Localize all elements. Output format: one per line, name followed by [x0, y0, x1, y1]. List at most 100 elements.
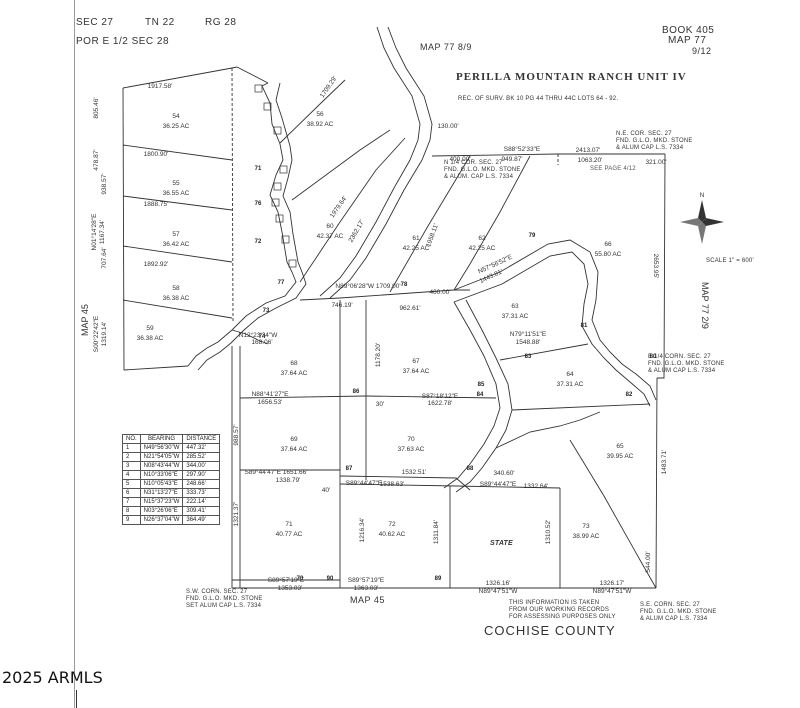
dimension-misc-544: 544.00'	[645, 551, 652, 572]
tract-number-76: 76	[255, 201, 262, 207]
tract-number-90: 90	[327, 576, 334, 582]
east-road-west-edge	[453, 239, 657, 401]
dimension-n12-168: 168.06'	[251, 339, 272, 346]
dimension-misc-1178: 1178.20'	[375, 343, 382, 367]
subdivision-title: PERILLA MOUNTAIN RANCH UNIT IV	[456, 71, 687, 83]
tract-number-84: 84	[477, 392, 484, 398]
dimension-misc-2653: 2653.95'	[652, 254, 659, 279]
tract-number-82: 82	[626, 392, 633, 398]
dimension-misc-1979: 1979.64'	[329, 195, 349, 219]
info-note-line2: FROM OUR WORKING RECORDS	[509, 607, 610, 613]
lot-number-54: 54	[172, 113, 180, 120]
central-road-east-edge	[455, 299, 513, 493]
dimension-misc-1310: 1310.52'	[545, 520, 552, 545]
dimension-top-321: 321.00'	[645, 159, 666, 166]
dimension-misc-1888: 1888.75'	[144, 201, 169, 208]
lot-number-62: 62	[478, 235, 486, 242]
ne-corner-line1: N.E. COR. SEC. 27	[616, 131, 672, 137]
row-line-67-70	[365, 395, 497, 399]
dimension-mid-n89: N89°06'28"W 1709.00'	[335, 282, 400, 290]
dimension-misc-938: 938.57'	[101, 173, 108, 194]
dimension-n00-22: S00°22'42"E	[92, 315, 100, 352]
west-boundary-line	[122, 87, 125, 371]
row-line-68-69	[239, 395, 367, 399]
portion-label: POR E 1/2 SEC 28	[76, 36, 170, 47]
lot-number-56: 56	[316, 111, 324, 118]
dimension-n00-1319: 1319.14'	[101, 322, 108, 347]
lot-59-south-line	[123, 365, 189, 371]
lot-64-65-line	[511, 403, 651, 411]
dimension-misc-1532: 1532.51'	[402, 469, 427, 476]
dimension-mid-460: 460.00'	[429, 289, 450, 296]
tract-number-88: 88	[467, 466, 474, 472]
dimension-top-2413: 2413.07'	[576, 147, 601, 154]
section-label: SEC 27	[76, 17, 114, 28]
map-ref-bottom: MAP 45	[350, 595, 385, 605]
bearing-cell-distance: 364.49'	[182, 515, 221, 525]
lot-number-69: 69	[290, 436, 298, 443]
tract-number-70: 70	[297, 576, 304, 582]
lot-number-70: 70	[407, 436, 415, 443]
lot-acreage-63: 37.31 AC	[502, 313, 529, 320]
lot-number-67: 67	[412, 358, 420, 365]
dimension-s89-57b: S89°57'19"E	[348, 576, 385, 584]
dimension-n01-14: N01°14'28"E	[90, 213, 98, 251]
dimension-misc-1332: 1332.64'	[524, 483, 549, 490]
dimension-top-400: 400.00'	[449, 156, 470, 163]
n14-corner-line1: N 1/4 COR. SEC. 27	[444, 160, 503, 166]
lot-acreage-60: 42.37 AC	[317, 233, 344, 240]
lot-line-57-58	[122, 245, 233, 263]
north-arrow-south-point	[698, 222, 706, 244]
road-west-edge	[197, 82, 307, 371]
lot-acreage-67: 37.64 AC	[403, 368, 430, 375]
lot-65-73-line	[569, 439, 657, 589]
dimension-misc-1311: 1311.84'	[433, 520, 440, 544]
dimension-s-bottom-1353: 1353.03'	[278, 585, 303, 592]
dimension-n89-47b: N89°47'51"W	[593, 587, 633, 595]
lot-acreage-57: 36.42 AC	[163, 241, 190, 248]
lot-61-62-line	[389, 155, 471, 293]
dimension-top-1063: 1063.20'	[578, 157, 603, 164]
township-label: TN 22	[145, 17, 175, 28]
dimension-s87-18: S87°18'12"E	[422, 392, 459, 400]
lot-acreage-73: 38.99 AC	[573, 533, 600, 540]
dimension-misc-40: 40'	[322, 487, 330, 494]
n14-corner-line2: FND. G.L.O. MKD. STONE	[444, 167, 521, 173]
lot-acreage-69: 37.64 AC	[281, 446, 308, 453]
sw-corner-line2: FND. G.L.O. MKD. STONE	[186, 596, 263, 602]
e14-corner-line2: FND. G.L.O. MKD. STONE	[648, 361, 725, 367]
dimension-s89-44: S89°44'47"E 1651.66'	[244, 468, 307, 476]
sw-corner-line3: SET ALUM CAP L.S. 7334	[186, 603, 262, 609]
record-of-survey: REC. OF SURV. BK 10 PG 44 THRU 44C LOTS …	[458, 96, 619, 102]
page-bottom-edge-mark	[76, 690, 77, 708]
n14-corner-line3: & ALUM. CAP L.S. 7334	[444, 174, 514, 180]
road-west-centerline	[187, 82, 297, 367]
map-label: MAP 77	[668, 35, 707, 46]
county-label: COCHISE COUNTY	[484, 623, 616, 638]
dimension-misc-1216: 1216.34'	[359, 518, 366, 543]
lot-number-66: 66	[604, 241, 612, 248]
lot-number-60: 60	[326, 223, 334, 230]
dimension-n79-11: N79°11'51"E	[510, 330, 547, 338]
lot-acreage-70: 37.63 AC	[398, 446, 425, 453]
main-road-west-edge	[319, 26, 421, 297]
info-note-line3: FOR ASSESSING PURPOSES ONLY	[509, 614, 616, 620]
tract-number-81: 81	[581, 323, 588, 329]
lot-60-road	[291, 129, 391, 201]
dimension-misc-707: 707.64'	[101, 247, 108, 268]
dimension-s-bottom-1363: 1363.03'	[354, 585, 379, 592]
state-label: STATE	[490, 540, 513, 547]
lot-acreage-66: 55.80 AC	[595, 251, 622, 258]
dimension-top-949: 949.87'	[501, 156, 522, 163]
lot-acreage-54: 36.25 AC	[163, 123, 190, 130]
lot-number-57: 57	[172, 231, 180, 238]
dimension-n88-1656: 1656.53'	[258, 399, 283, 406]
se-corner-line2: FND. G.L.O. MKD. STONE	[640, 609, 717, 615]
mid-horizontal-line	[299, 289, 470, 301]
dimension-n79-1548: 1548.88'	[516, 339, 541, 346]
dimension-mid-962: 962.61'	[399, 305, 420, 312]
book-label: BOOK 405	[662, 25, 715, 36]
